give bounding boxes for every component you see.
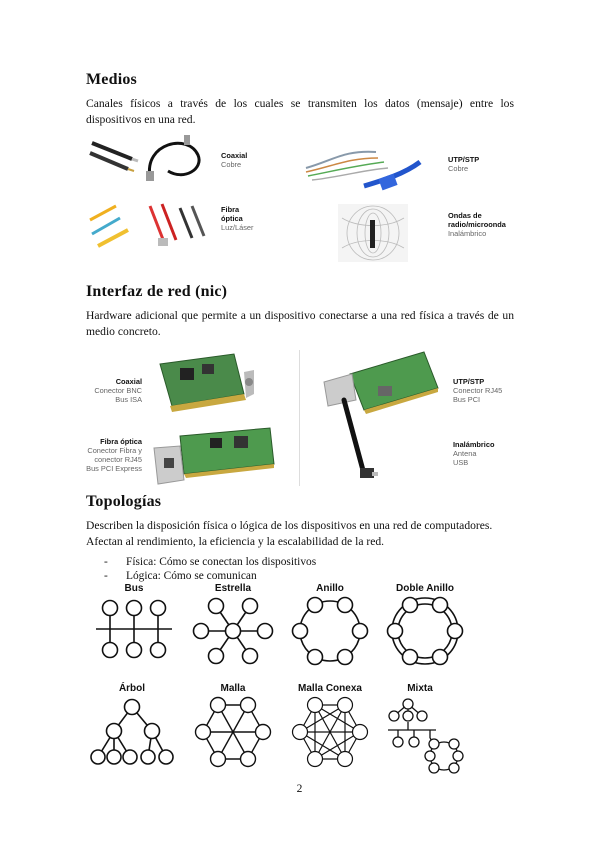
topologias-paragraph: Describen la disposición física o lógica… — [86, 519, 493, 548]
media-ondas-title2: radio/microonda — [448, 220, 506, 229]
heading-topologias: Topologías — [86, 493, 162, 510]
topology-malla-diagram — [194, 696, 272, 768]
nic-wireless-label: Inalámbrico Antena USB — [453, 440, 494, 467]
nic-utp-l2: Bus PCI — [453, 395, 481, 404]
nic-coaxial-l2: Bus ISA — [115, 395, 142, 404]
media-fibra-label: Fibra óptica Luz/Láser — [221, 205, 253, 232]
nic-wireless-l1: Antena — [453, 449, 477, 458]
nic-utp-l1: Conector RJ45 — [453, 386, 503, 395]
nic-utp-label: UTP/STP Conector RJ45 Bus PCI — [453, 377, 502, 404]
topology-malla-label: Malla — [220, 683, 246, 694]
nic-fibra-label: Fibra óptica Conector Fibra y conector R… — [80, 437, 142, 473]
nic-coaxial-l1: Conector BNC — [94, 386, 142, 395]
topology-doble-anillo-label: Doble Anillo — [396, 583, 454, 594]
media-ondas-title1: Ondas de — [448, 211, 482, 220]
coaxial-cable-image — [89, 135, 201, 181]
topology-anillo-diagram — [291, 596, 369, 666]
topology-mixta-label: Mixta — [407, 683, 433, 694]
medios-paragraph: Canales físicos a través de los cuales s… — [86, 97, 514, 126]
topology-malla-conexa-label: Malla Conexa — [298, 683, 362, 694]
media-utp-label: UTP/STP Cobre — [448, 155, 479, 173]
nic-utp-title: UTP/STP — [453, 377, 485, 386]
nic-coaxial-title: Coaxial — [115, 377, 142, 386]
topology-arbol-diagram — [90, 698, 174, 765]
fiber-optic-image — [89, 203, 206, 248]
nic-fibra-l2: conector RJ45 — [94, 455, 142, 464]
media-fibra-title2: óptica — [221, 214, 243, 223]
topology-bus-diagram — [96, 599, 172, 659]
topology-doble-anillo-diagram — [386, 596, 464, 666]
nic-wireless-title: Inalámbrico — [453, 440, 495, 449]
topology-bus-label: Bus — [124, 583, 144, 594]
nic-divider — [299, 350, 300, 486]
topologias-bullet-list: -Física: Cómo se conectan los dispositiv… — [104, 555, 316, 583]
media-coaxial-label: Coaxial Cobre — [221, 151, 247, 169]
topology-estrella-diagram — [192, 597, 274, 665]
bullet-fisica: -Física: Cómo se conectan los dispositiv… — [104, 556, 317, 568]
media-utp-title: UTP/STP — [448, 155, 480, 164]
bullet-logica: -Lógica: Cómo se comunican — [104, 570, 257, 582]
media-ondas-sub: Inalámbrico — [448, 229, 487, 238]
nic-fibra-title: Fibra óptica — [100, 437, 142, 446]
media-fibra-title1: Fibra — [221, 205, 240, 214]
nic-coaxial-label: Coaxial Conector BNC Bus ISA — [80, 377, 142, 404]
heading-nic: Interfaz de red (nic) — [86, 283, 228, 300]
nic-wireless-antenna-image — [341, 397, 378, 478]
nic-fibra-l1: Conector Fibra y — [87, 446, 142, 455]
media-coaxial-sub: Cobre — [221, 160, 242, 169]
radio-waves-image — [338, 204, 408, 262]
heading-medios: Medios — [86, 71, 137, 88]
nic-wireless-l2: USB — [453, 458, 469, 467]
topology-malla-conexa-diagram — [291, 696, 369, 768]
media-utp-sub: Cobre — [448, 164, 469, 173]
topology-anillo-label: Anillo — [316, 583, 344, 594]
media-coaxial-title: Coaxial — [221, 151, 248, 160]
media-ondas-label: Ondas de radio/microonda Inalámbrico — [448, 211, 506, 238]
page-number: 2 — [296, 783, 303, 795]
nic-coaxial-card-image — [159, 353, 254, 412]
nic-fibra-card-image — [153, 427, 275, 485]
topology-arbol-label: Árbol — [118, 683, 146, 694]
topology-estrella-label: Estrella — [214, 583, 252, 594]
media-fibra-sub: Luz/Láser — [221, 223, 254, 232]
nic-paragraph: Hardware adicional que permite a un disp… — [86, 309, 514, 338]
nic-utp-card-image — [323, 351, 439, 414]
topology-mixta-diagram — [388, 698, 464, 774]
utp-cable-image — [305, 150, 422, 191]
nic-fibra-l3: Bus PCI Express — [86, 464, 142, 473]
